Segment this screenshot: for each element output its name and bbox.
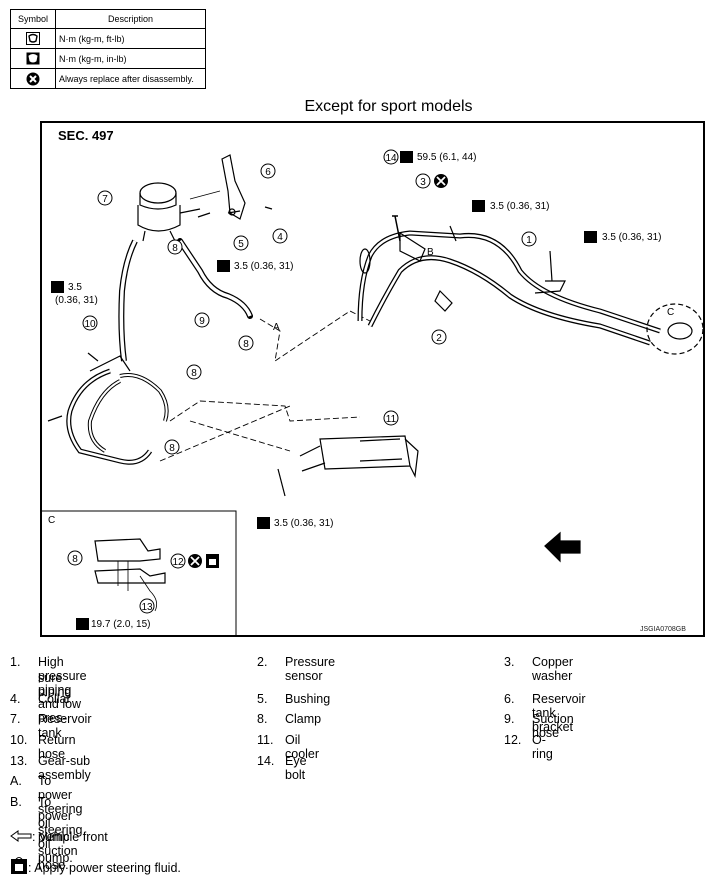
svg-text:6: 6 bbox=[265, 167, 271, 178]
svg-text:11: 11 bbox=[386, 414, 397, 425]
torque-label-3: 3.5 (0.36, 31) bbox=[234, 261, 294, 272]
vehicle-front-icon bbox=[10, 830, 32, 842]
svg-text:12: 12 bbox=[172, 557, 184, 568]
callout-5: 5 bbox=[233, 235, 249, 251]
oil-cooler-drawing bbox=[299, 435, 419, 479]
inset-c-label: C bbox=[48, 515, 56, 526]
callout-10: 10 bbox=[82, 315, 98, 331]
callout-8-c: 8 bbox=[186, 364, 202, 380]
callout-7: 7 bbox=[97, 190, 113, 206]
callout-14: 14 bbox=[383, 149, 399, 165]
svg-text:8: 8 bbox=[172, 243, 178, 254]
callout-8-b: 8 bbox=[238, 335, 254, 351]
torque-label-2: 3.5 (0.36, 31) bbox=[602, 232, 662, 243]
torque-ft-lb-icon bbox=[10, 28, 56, 49]
vehicle-front-arrow-drawing bbox=[544, 531, 581, 563]
callout-2: 2 bbox=[431, 329, 447, 345]
svg-text:8: 8 bbox=[169, 443, 175, 454]
svg-text:14: 14 bbox=[385, 153, 397, 164]
svg-text:9: 9 bbox=[199, 316, 205, 327]
torque-icon bbox=[51, 151, 597, 630]
always-replace-icon bbox=[10, 68, 56, 89]
torque-label-5: 3.5 (0.36, 31) bbox=[274, 518, 334, 529]
callout-3: 3 bbox=[415, 173, 431, 189]
svg-text:3: 3 bbox=[420, 177, 426, 188]
svg-text:8: 8 bbox=[191, 368, 197, 379]
callout-8-a: 8 bbox=[167, 239, 183, 255]
torque-label-1: 3.5 (0.36, 31) bbox=[490, 201, 550, 212]
marker-c: C bbox=[667, 307, 675, 318]
legend-row-3-text: Always replace after disassembly. bbox=[55, 68, 206, 89]
marker-b: B bbox=[427, 247, 434, 258]
callout-9: 9 bbox=[194, 312, 210, 328]
callout-13: 13 bbox=[139, 598, 155, 614]
detail-c-circle bbox=[646, 303, 704, 355]
apply-fluid-icon bbox=[11, 856, 27, 874]
svg-text:7: 7 bbox=[102, 194, 108, 205]
apply-fluid-note: : Apply power steering fluid. bbox=[10, 856, 181, 875]
vehicle-front-note: : Vehicle front bbox=[10, 830, 108, 844]
svg-text:8: 8 bbox=[243, 339, 249, 350]
torque-label-4-line1: 3.5 bbox=[68, 282, 82, 293]
svg-text:5: 5 bbox=[238, 239, 244, 250]
apply-fluid-icon bbox=[206, 554, 219, 568]
callout-12: 12 bbox=[170, 553, 186, 569]
figure-reference: JSGIA0708GB bbox=[640, 626, 686, 633]
torque-label-6: 19.7 (2.0, 15) bbox=[91, 619, 151, 630]
svg-text:13: 13 bbox=[141, 602, 153, 613]
reservoir-tank-drawing bbox=[137, 182, 201, 242]
reservoir-bracket-drawing bbox=[221, 154, 246, 220]
callout-4: 4 bbox=[272, 228, 288, 244]
symbol-legend-table: Symbol Description N·m (kg-m, ft-lb) N·m… bbox=[10, 9, 206, 89]
marker-a: A bbox=[273, 322, 280, 333]
section-number: SEC. 497 bbox=[58, 128, 114, 143]
always-replace-icon bbox=[188, 174, 448, 568]
svg-text:8: 8 bbox=[72, 554, 78, 565]
eye-bolt-torque-label: 59.5 (6.1, 44) bbox=[417, 152, 477, 163]
svg-text:1: 1 bbox=[526, 235, 532, 246]
svg-text:4: 4 bbox=[277, 232, 283, 243]
svg-text:10: 10 bbox=[84, 319, 96, 330]
callout-8-d: 8 bbox=[164, 439, 180, 455]
svg-text:2: 2 bbox=[436, 333, 442, 344]
torque-label-4-line2: (0.36, 31) bbox=[55, 295, 98, 306]
callout-6: 6 bbox=[260, 163, 276, 179]
callout-1: 1 bbox=[521, 231, 537, 247]
callout-11: 11 bbox=[383, 410, 399, 426]
diagram-title: Except for sport models bbox=[304, 98, 473, 115]
diagram-frame bbox=[40, 121, 705, 637]
callout-8-e: 8 bbox=[67, 550, 83, 566]
power-steering-piping-diagram bbox=[40, 154, 704, 637]
